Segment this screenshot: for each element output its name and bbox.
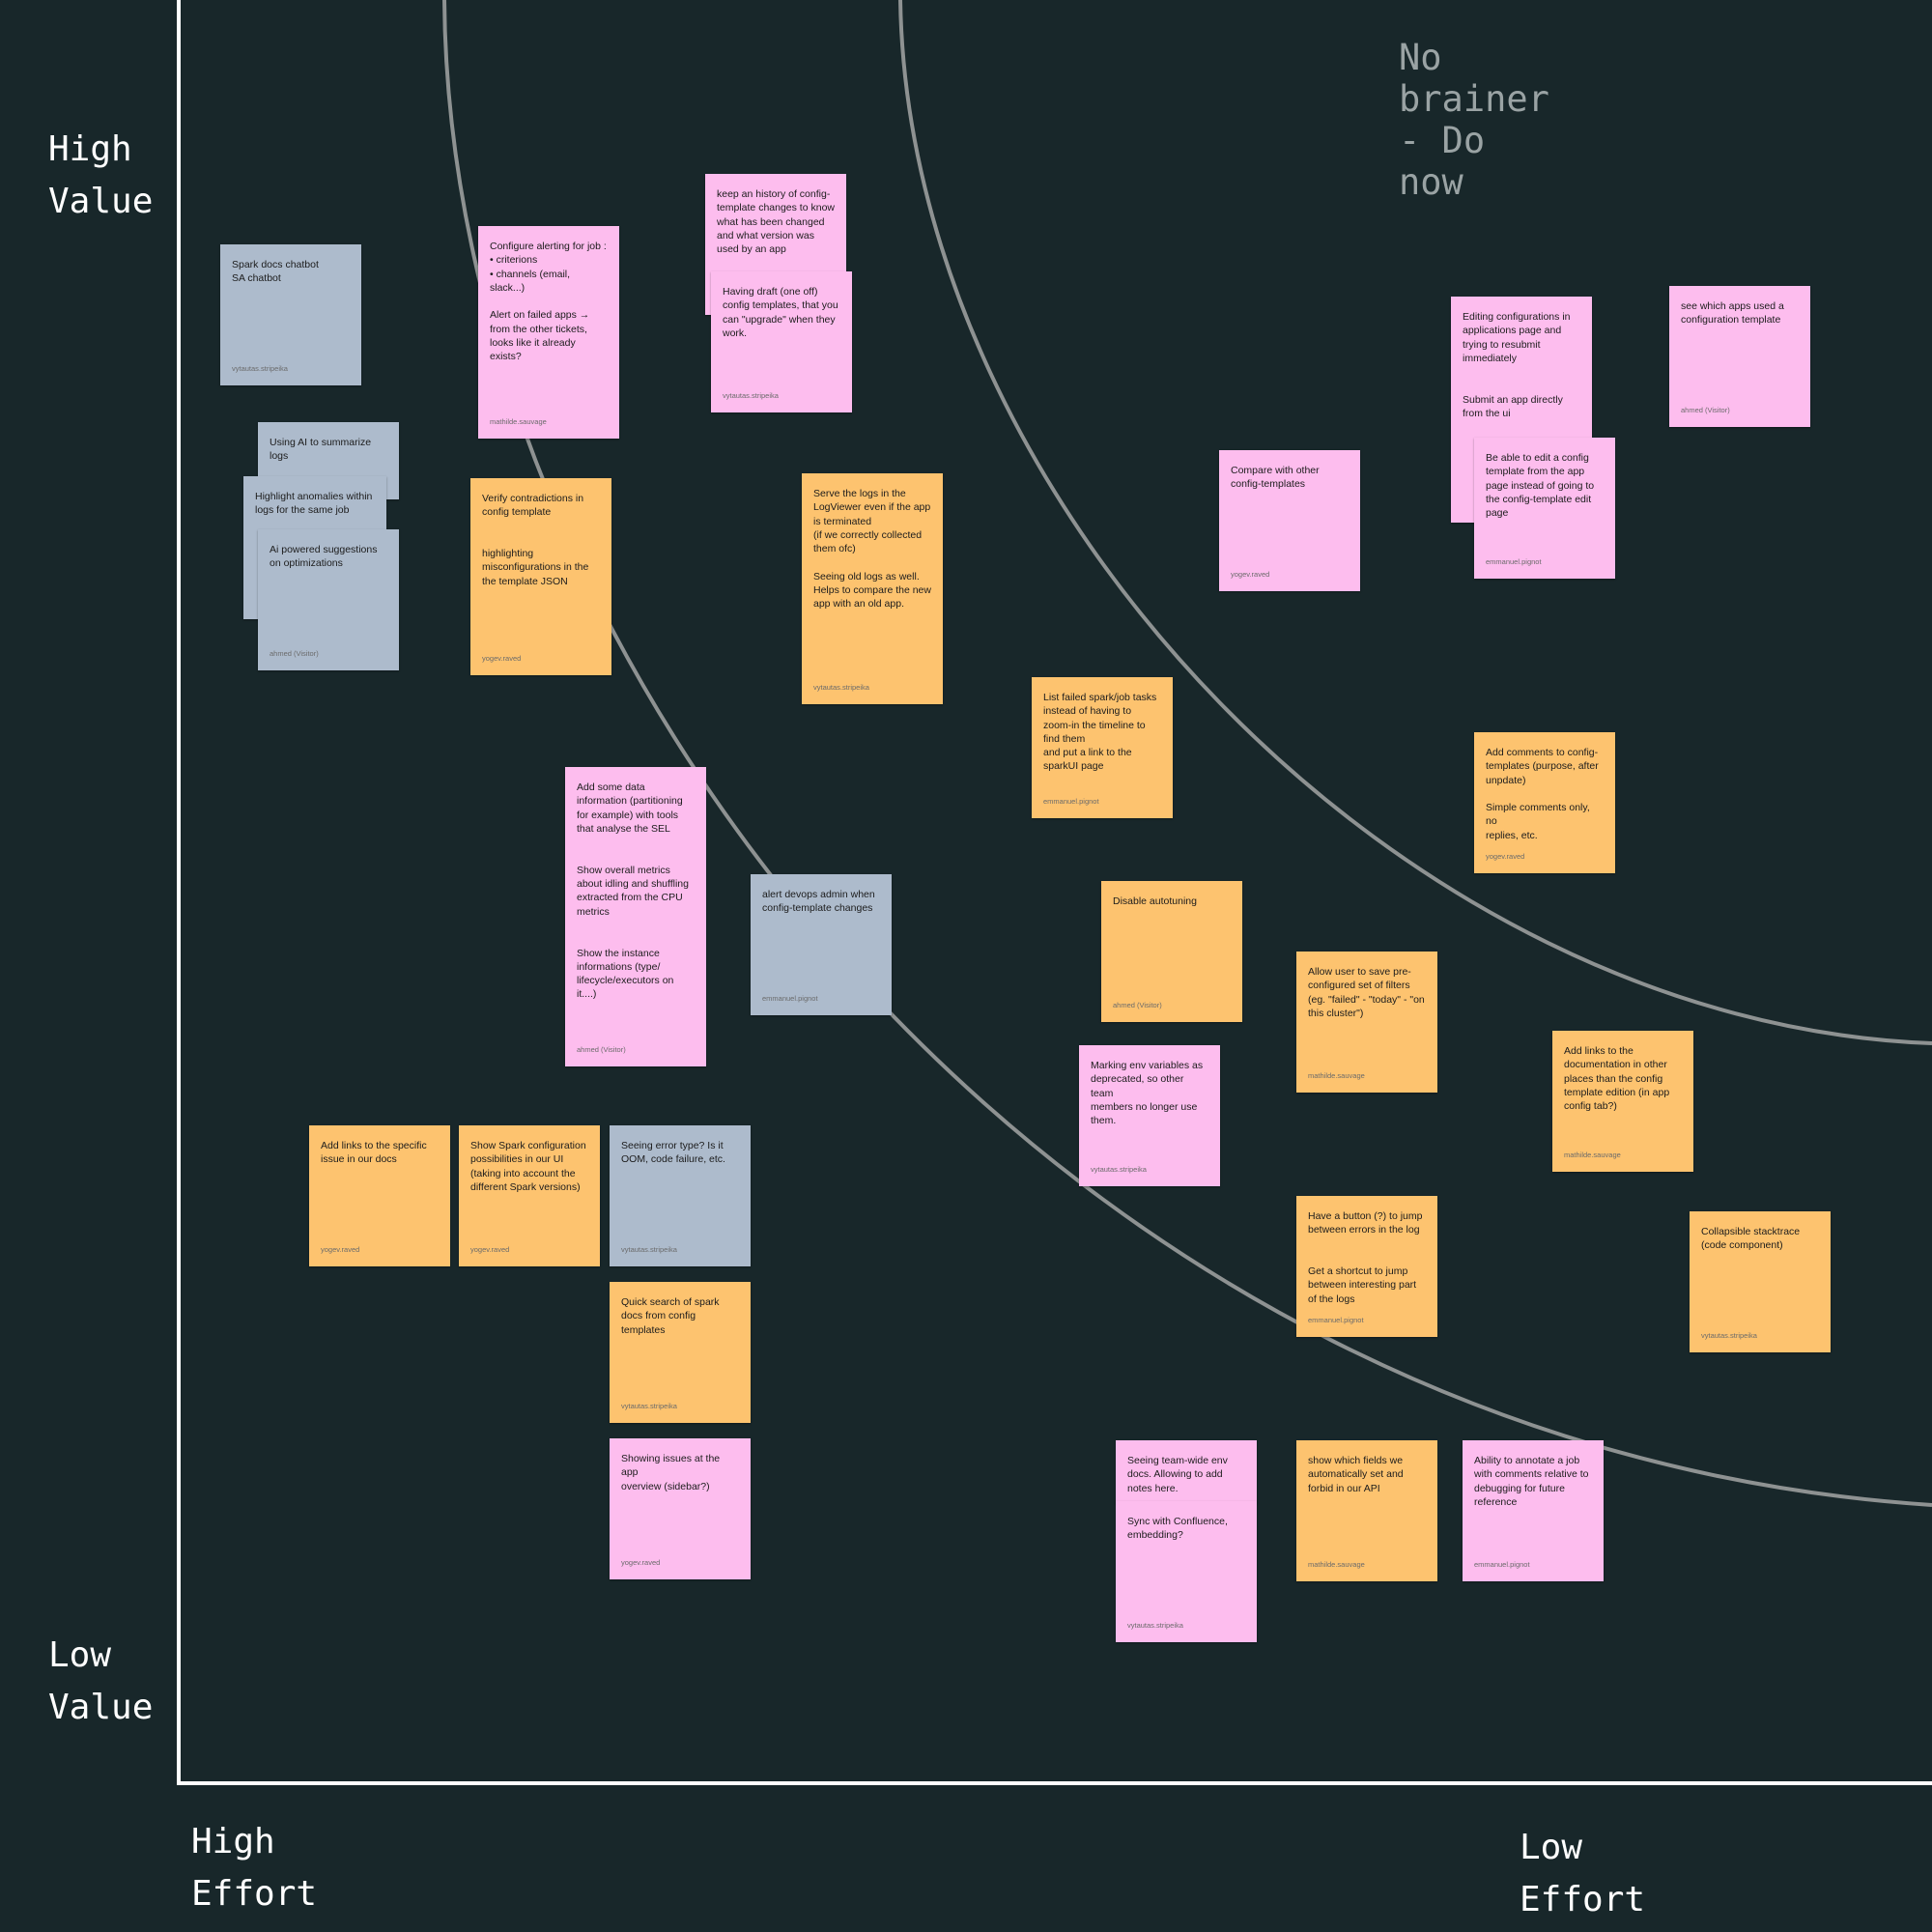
note-author: vytautas.stripeika xyxy=(621,1401,677,1410)
note-text: Serve the logs in the LogViewer even if … xyxy=(813,488,931,611)
sticky-note[interactable]: Marking env variables as deprecated, so … xyxy=(1079,1045,1220,1186)
sticky-note[interactable]: see which apps used a configuration temp… xyxy=(1669,286,1810,427)
note-author: ahmed (Visitor) xyxy=(1681,405,1730,414)
note-author: vytautas.stripeika xyxy=(621,1244,677,1254)
note-text: Add links to the documentation in other … xyxy=(1564,1045,1670,1113)
note-text: Allow user to save pre- configured set o… xyxy=(1308,966,1425,1019)
note-text: List failed spark/job tasks instead of h… xyxy=(1043,692,1157,773)
note-text: see which apps used a configuration temp… xyxy=(1681,300,1784,327)
sticky-note[interactable]: List failed spark/job tasks instead of h… xyxy=(1032,677,1173,818)
sticky-note[interactable]: Compare with other config-templates yogev… xyxy=(1219,450,1360,591)
sticky-note[interactable]: Having draft (one off) config templates,… xyxy=(711,271,852,412)
note-text: Highlight anomalies within logs for the … xyxy=(255,491,373,517)
note-text: Add comments to config- templates (purpo… xyxy=(1486,747,1599,841)
sticky-note[interactable]: Seeing error type? Is it OOM, code failu… xyxy=(610,1125,751,1266)
note-text: Having draft (one off) config templates,… xyxy=(723,286,838,339)
note-text: alert devops admin when config-template … xyxy=(762,889,875,915)
sticky-note[interactable]: Add links to the documentation in other … xyxy=(1552,1031,1693,1172)
note-text: Ability to annotate a job with comments … xyxy=(1474,1455,1589,1508)
note-author: mathilde.sauvage xyxy=(490,416,547,426)
note-author: mathilde.sauvage xyxy=(1308,1559,1365,1569)
sticky-note[interactable]: Ability to annotate a job with comments … xyxy=(1463,1440,1604,1581)
sticky-note[interactable]: alert devops admin when config-template … xyxy=(751,874,892,1015)
note-text: Sync with Confluence, embedding? xyxy=(1127,1516,1228,1542)
note-author: vytautas.stripeika xyxy=(723,390,779,400)
sticky-note[interactable]: Sync with Confluence, embedding? vytautas… xyxy=(1116,1501,1257,1642)
note-text: Marking env variables as deprecated, so … xyxy=(1091,1060,1204,1127)
arc-do-now-boundary xyxy=(898,0,1932,1045)
note-author: ahmed (Visitor) xyxy=(577,1044,626,1054)
note-text: Add links to the specific issue in our d… xyxy=(321,1140,427,1166)
note-author: yogev.raved xyxy=(1231,569,1270,579)
note-text: Verify contradictions in config template… xyxy=(482,493,589,587)
note-author: emmanuel.pignot xyxy=(1043,796,1099,806)
note-author: yogev.raved xyxy=(482,653,522,663)
sticky-note[interactable]: Be able to edit a config template from t… xyxy=(1474,438,1615,579)
note-author: mathilde.sauvage xyxy=(1308,1070,1365,1080)
sticky-note[interactable]: Serve the logs in the LogViewer even if … xyxy=(802,473,943,704)
note-text: Spark docs chatbot SA chatbot xyxy=(232,259,319,285)
sticky-note[interactable]: Spark docs chatbot SA chatbot vytautas.st… xyxy=(220,244,361,385)
note-text: Ai powered suggestions on optimizations xyxy=(270,544,378,570)
note-text: Showing issues at the app overview (side… xyxy=(621,1453,721,1492)
note-author: yogev.raved xyxy=(470,1244,510,1254)
axis-label-low-value: Low Value xyxy=(48,1635,154,1727)
note-author: vytautas.stripeika xyxy=(1701,1330,1757,1340)
note-author: ahmed (Visitor) xyxy=(1113,1000,1162,1009)
sticky-note[interactable]: Collapsible stacktrace (code component) v… xyxy=(1690,1211,1831,1352)
note-author: mathilde.sauvage xyxy=(1564,1150,1621,1159)
note-text: Have a button (?) to jump between errors… xyxy=(1308,1210,1423,1305)
note-text: Editing configurations in applications p… xyxy=(1463,311,1571,420)
axis-label-high-value: High Value xyxy=(48,129,154,221)
note-text: Seeing team-wide env docs. Allowing to a… xyxy=(1127,1455,1228,1494)
sticky-note[interactable]: Add some data information (partitioning … xyxy=(565,767,706,1066)
axis-label-low-effort: Low Effort xyxy=(1520,1828,1646,1919)
sticky-note[interactable]: Disable autotuning ahmed (Visitor) xyxy=(1101,881,1242,1022)
note-author: yogev.raved xyxy=(621,1557,661,1567)
note-author: yogev.raved xyxy=(1486,851,1525,861)
note-text: Add some data information (partitioning … xyxy=(577,781,689,1001)
note-author: vytautas.stripeika xyxy=(1091,1164,1147,1174)
note-text: Collapsible stacktrace (code component) xyxy=(1701,1226,1801,1252)
note-text: Show Spark configuration possibilities i… xyxy=(470,1140,586,1193)
note-author: emmanuel.pignot xyxy=(1308,1315,1364,1324)
sticky-note[interactable]: Have a button (?) to jump between errors… xyxy=(1296,1196,1437,1337)
sticky-note[interactable]: Add links to the specific issue in our d… xyxy=(309,1125,450,1266)
note-author: emmanuel.pignot xyxy=(762,993,818,1003)
note-author: vytautas.stripeika xyxy=(1127,1620,1183,1630)
sticky-note[interactable]: Showing issues at the app overview (side… xyxy=(610,1438,751,1579)
note-text: show which fields we automatically set a… xyxy=(1308,1455,1404,1494)
note-text: Quick search of spark docs from config t… xyxy=(621,1296,720,1336)
sticky-note[interactable]: Quick search of spark docs from config t… xyxy=(610,1282,751,1423)
sticky-note[interactable]: Configure alerting for job : • criterion… xyxy=(478,226,619,439)
note-author: emmanuel.pignot xyxy=(1486,556,1542,566)
sticky-note[interactable]: show which fields we automatically set a… xyxy=(1296,1440,1437,1581)
sticky-note[interactable]: Allow user to save pre- configured set o… xyxy=(1296,952,1437,1093)
note-text: Configure alerting for job : • criterion… xyxy=(490,241,607,363)
note-text: Be able to edit a config template from t… xyxy=(1486,452,1595,520)
sticky-note[interactable]: Seeing team-wide env docs. Allowing to a… xyxy=(1116,1440,1257,1503)
note-text: Disable autotuning xyxy=(1113,895,1197,907)
note-author: vytautas.stripeika xyxy=(813,682,869,692)
sticky-note[interactable]: Show Spark configuration possibilities i… xyxy=(459,1125,600,1266)
note-text: keep an history of config- template chan… xyxy=(717,188,835,256)
sticky-note[interactable]: Add comments to config- templates (purpo… xyxy=(1474,732,1615,873)
zone-title-do-now: No brainer - Do now xyxy=(1399,37,1549,203)
note-author: vytautas.stripeika xyxy=(232,363,288,373)
note-text: Seeing error type? Is it OOM, code failu… xyxy=(621,1140,725,1166)
note-author: emmanuel.pignot xyxy=(1474,1559,1530,1569)
sticky-note[interactable]: Ai powered suggestions on optimizations a… xyxy=(258,529,399,670)
sticky-note[interactable]: Verify contradictions in config template… xyxy=(470,478,611,675)
note-author: ahmed (Visitor) xyxy=(270,648,319,658)
note-text: Using AI to summarize logs xyxy=(270,437,372,463)
note-text: Compare with other config-templates xyxy=(1231,465,1320,491)
note-author: yogev.raved xyxy=(321,1244,360,1254)
axis-label-high-effort: High Effort xyxy=(191,1822,318,1914)
